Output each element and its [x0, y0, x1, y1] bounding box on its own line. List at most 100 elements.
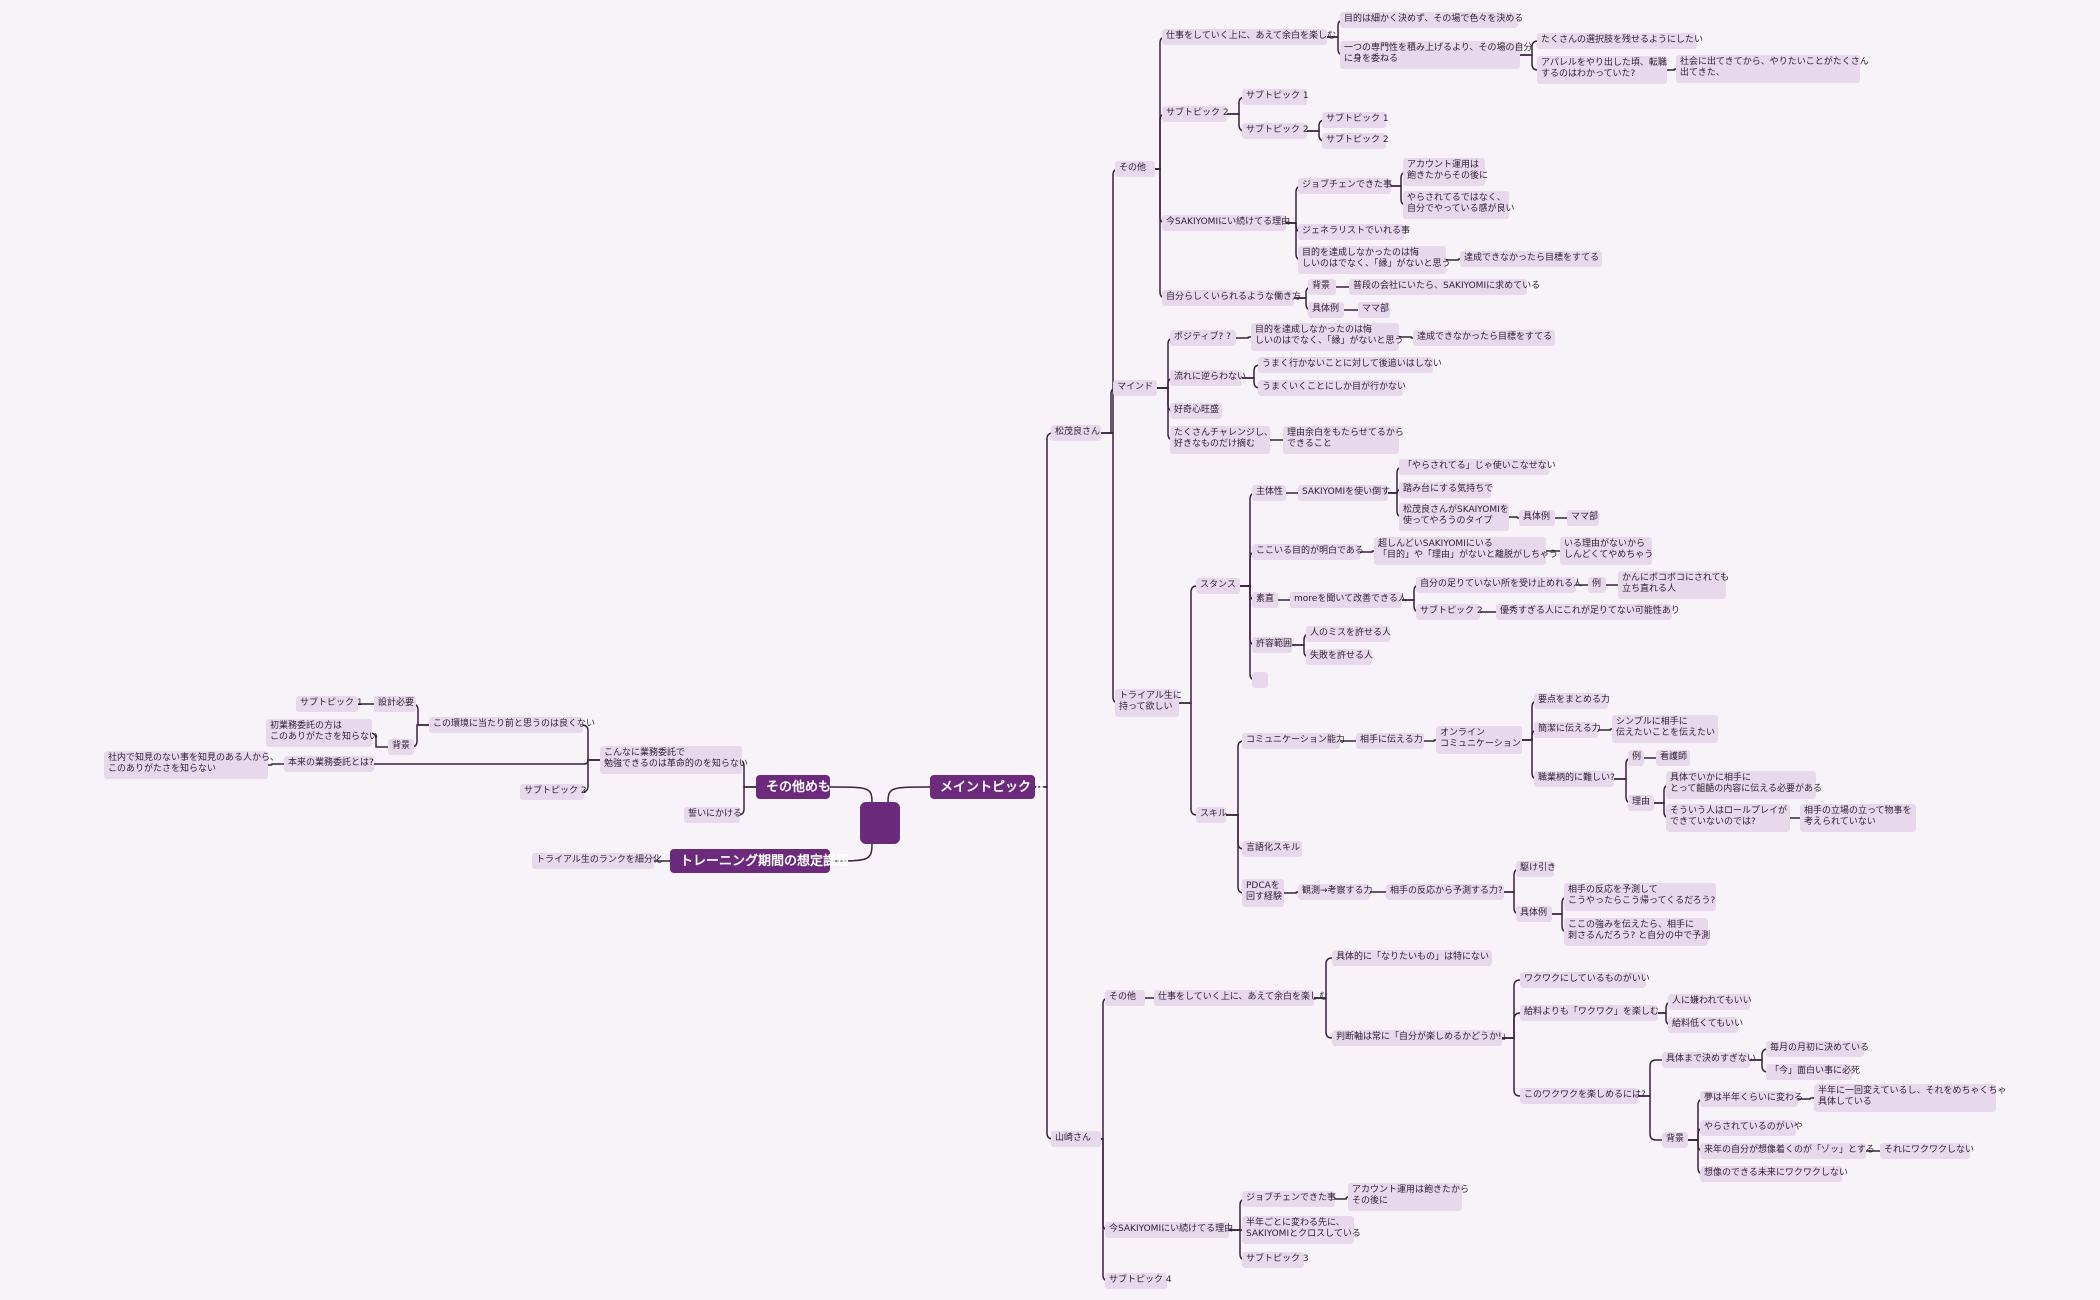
topic-node[interactable]: 達成できなかったら目標をすてる	[1413, 330, 1555, 346]
topic-node[interactable]: 相手の反応を予測して こうやったらこう帰ってくるだろう?	[1564, 883, 1716, 911]
topic-node[interactable]: サブトピック 2	[1322, 133, 1389, 149]
topic-node[interactable]: たくさんの選択肢を残せるようにしたい	[1537, 33, 1703, 49]
topic-node[interactable]: やらされてるではなく、 自分でやっている感が良い	[1403, 191, 1515, 219]
topic-node[interactable]: 松茂良さんがSKAIYOMIを 使ってやろうのタイプ	[1399, 503, 1509, 531]
topic-node[interactable]: 駆け引き	[1516, 861, 1556, 877]
topic-node[interactable]: サブトピック 2	[1242, 123, 1309, 139]
topic-node[interactable]: 具体例	[1308, 302, 1344, 318]
topic-node[interactable]: アカウント運用は飽きたから その後に	[1348, 1183, 1469, 1211]
topic-node[interactable]: SAKIYOMIを使い倒す	[1298, 485, 1390, 501]
topic-node[interactable]: 半年ごとに変わる先に、 SAKIYOMIとクロスしている	[1242, 1216, 1361, 1244]
topic-node[interactable]: 例	[1588, 577, 1606, 593]
topic-node[interactable]: ここいる目的が明白である	[1252, 544, 1364, 560]
topic-node[interactable]: 社内で知見のない事を知見のある人から、 このありがたさを知らない	[104, 751, 279, 779]
topic-node[interactable]: やらされているのがいや	[1700, 1120, 1803, 1136]
topic-node[interactable]: 自分の足りていない所を受け止めれる人	[1416, 577, 1582, 593]
topic-node[interactable]: トライアル生に 持って欲しい	[1115, 689, 1182, 717]
topic-node[interactable]: 給料低くてもいい	[1668, 1017, 1743, 1033]
topic-node[interactable]: 相手に伝える力	[1356, 733, 1424, 749]
topic-node[interactable]: 相手の反応から予測する力?	[1386, 884, 1504, 900]
topic-node[interactable]: 看護師	[1656, 750, 1690, 766]
topic-node[interactable]: 好奇心旺盛	[1170, 403, 1222, 419]
topic-node[interactable]: 来年の自分が想像着くのが「ゾッ」とする	[1700, 1143, 1875, 1159]
topic-node[interactable]: ここの強みを伝えたら、相手に 刺さるんだろう? と自分の中で予測	[1564, 918, 1710, 946]
topic-node[interactable]: 仕事をしていく上に、あえて余白を楽しむ	[1162, 29, 1336, 45]
topic-node[interactable]: それにワクワクしない	[1880, 1143, 1974, 1159]
topic-node[interactable]: 超しんどいSAKIYOMIにいる 「目的」や「理由」がないと離脱がしちゃう	[1374, 537, 1558, 565]
topic-node[interactable]: 今SAKIYOMIにい続けてる理由	[1105, 1222, 1233, 1238]
topic-node[interactable]: コミュニケーション能力	[1242, 733, 1345, 749]
topic-node[interactable]: サブトピック 2	[520, 784, 587, 800]
topic-node[interactable]: 本来の業務委託とは?	[284, 756, 374, 772]
topic-node[interactable]: その他	[1115, 161, 1155, 177]
topic-node[interactable]: サブトピック 1	[1322, 112, 1389, 128]
topic-node[interactable]: 誓いにかける	[684, 807, 742, 823]
main-topic-4[interactable]: メイントピック 4	[930, 775, 1045, 799]
topic-node[interactable]: 設計必要	[374, 696, 416, 712]
topic-node[interactable]: 人に嫌われてもいい	[1668, 994, 1752, 1010]
topic-node[interactable]: かんにボコボコにされても 立ち直れる人	[1618, 571, 1729, 599]
topic-node[interactable]: うまく行かないことに対して後追いはしない	[1258, 357, 1442, 373]
topic-node[interactable]: 仕事をしていく上に、あえて余白を楽しむ	[1154, 990, 1328, 1006]
topic-node[interactable]: 目的を達成しなかったのは悔 しいのはでなく、「縁」がないと思う	[1298, 246, 1451, 274]
topic-node[interactable]: 社会に出てきてから、やりたいことがたくさん 出てきた、	[1676, 55, 1869, 83]
topic-node[interactable]: 理由余白をもたらせてるから できること	[1283, 426, 1404, 454]
topic-node[interactable]: サブトピック 1	[1242, 89, 1309, 105]
topic-node[interactable]: サブトピック 4	[1105, 1273, 1172, 1289]
topic-node[interactable]: 初業務委託の方は このありがたさを知らない	[266, 719, 378, 747]
topic-node[interactable]: 職業柄的に難しい?	[1534, 771, 1615, 787]
topic-node[interactable]: 人のミスを許せる人	[1306, 626, 1391, 642]
topic-node[interactable]: この環境に当たり前と思うのは良くない	[429, 717, 595, 733]
topic-node[interactable]: 流れに逆らわない	[1170, 370, 1246, 386]
topic-node[interactable]: アパレルをやり出した頃、転職 するのはわかっていた?	[1537, 56, 1667, 84]
topic-node[interactable]: 観測→考察する力	[1298, 884, 1373, 900]
topic-node[interactable]: ジョブチェンできた事	[1242, 1191, 1336, 1207]
topic-node[interactable]: 半年に一回変えているし、それをめちゃくちゃ 具体している	[1814, 1084, 2007, 1112]
topic-node[interactable]: サブトピック 3	[1242, 1252, 1309, 1268]
topic-node[interactable]: 目的は細かく決めず、その場で色々を決める	[1340, 12, 1523, 28]
topic-node[interactable]: 具体でいかに相手に とって齟齬の内容に伝える必要がある	[1666, 771, 1822, 799]
topic-node[interactable]: 相手の立場の立って物事を 考えられていない	[1800, 804, 1916, 832]
topic-node[interactable]: 背景	[1308, 279, 1336, 295]
topic-node[interactable]: 簡潔に伝える力	[1534, 722, 1601, 738]
topic-node[interactable]: 踏み台にする気持ちで	[1399, 482, 1493, 498]
topic-node[interactable]: 優秀すぎる人にこれが足りてない可能性あり	[1496, 604, 1680, 620]
topic-node[interactable]: 山崎さん	[1051, 1131, 1101, 1147]
topic-node[interactable]: ワクワクにしているものがいい	[1520, 972, 1650, 988]
topic-node[interactable]: 例	[1628, 750, 1644, 766]
topic-node[interactable]	[1252, 672, 1268, 688]
topic-node[interactable]: 目的を達成しなかったのは悔 しいのはでなく、「縁」がないと思う	[1251, 323, 1404, 351]
topic-node[interactable]: ママ部	[1358, 302, 1390, 318]
topic-node[interactable]: 一つの専門性を積み上げるより、その場の自分 に身を委ねる	[1340, 41, 1532, 69]
topic-node[interactable]: 達成できなかったら目標をすてる	[1460, 251, 1602, 267]
topic-node[interactable]: 普段の会社にいたら、SAKIYOMIに求めている	[1349, 279, 1540, 295]
topic-node[interactable]: 今SAKIYOMIにい続けてる理由	[1162, 215, 1290, 231]
topic-node[interactable]: 要点をまとめる力	[1534, 693, 1610, 709]
topic-node[interactable]: ジェネラリストでいれる事	[1298, 224, 1410, 240]
topic-node[interactable]: PDCAを 回す経験	[1242, 879, 1284, 907]
topic-node[interactable]: サブトピック 2	[1416, 604, 1483, 620]
topic-node[interactable]: 想像のできる未来にワクワクしない	[1700, 1166, 1848, 1182]
topic-node[interactable]: 具体まで決めすぎない	[1662, 1052, 1756, 1068]
topic-node[interactable]: 給料よりも「ワクワク」を楽しむ	[1520, 1005, 1659, 1021]
topic-node[interactable]: こんなに業務委託で 勉強できるのは革命的のを知らない	[600, 746, 748, 774]
topic-node[interactable]: 具体例	[1519, 510, 1555, 526]
topic-node[interactable]: 具体例	[1516, 906, 1552, 922]
topic-node[interactable]: このワクワクを楽しめるには?	[1520, 1088, 1646, 1104]
topic-node[interactable]: たくさんチャレンジし、 好きなものだけ摘む	[1170, 426, 1273, 454]
topic-node[interactable]: スキル	[1196, 807, 1227, 823]
topic-node[interactable]: ポジティブ? ?	[1170, 330, 1236, 346]
topic-node[interactable]: アカウント運用は 飽きたからその後に	[1403, 158, 1488, 186]
topic-node[interactable]: いる理由がないから しんどくてやめちゃう	[1560, 537, 1653, 565]
topic-node[interactable]: 主体性	[1252, 485, 1286, 501]
topic-node[interactable]: サブトピック 1	[296, 696, 363, 712]
topic-node[interactable]: 失敗を許せる人	[1306, 649, 1373, 665]
topic-node[interactable]: マインド	[1113, 380, 1157, 396]
topic-node[interactable]: うまくいくことにしか目が行かない	[1258, 380, 1406, 396]
topic-node[interactable]: 素直	[1252, 592, 1278, 608]
topic-node[interactable]: 自分らしくいられるような働き方	[1162, 290, 1301, 306]
topic-node[interactable]: 言語化スキル	[1242, 841, 1302, 857]
main-topic-other-memo[interactable]: その他めも	[756, 775, 831, 799]
topic-node[interactable]: 理由	[1628, 795, 1654, 811]
topic-node[interactable]: ママ部	[1567, 510, 1599, 526]
